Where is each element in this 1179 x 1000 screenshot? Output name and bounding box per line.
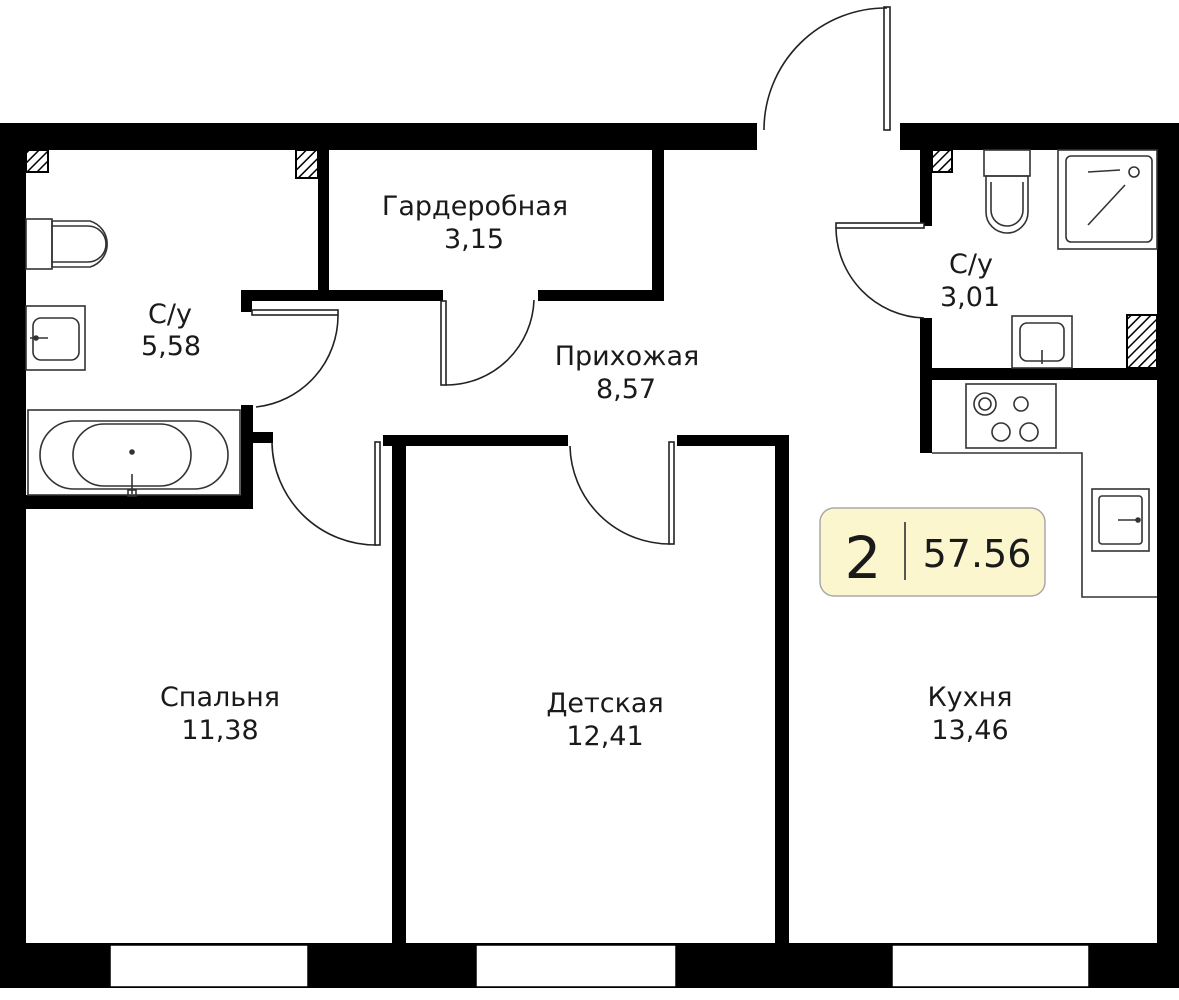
wall-kids-top-right (677, 435, 789, 446)
bathroom-1-door (251, 309, 339, 408)
wall-wardrobe-left (318, 150, 329, 300)
wall-wardrobe-bottom-left (241, 290, 443, 301)
wall-outer-left (0, 123, 26, 988)
room-area-wardrobe: 3,15 (444, 224, 504, 255)
vent-shaft-icon (25, 149, 49, 173)
wall-outer-right (1157, 123, 1179, 988)
vent-shafts (25, 149, 1158, 369)
wall-outer-top-left (0, 123, 757, 150)
wall-kids-left (392, 435, 406, 943)
room-name-kitchen: Кухня (927, 682, 1012, 713)
room-area-kitchen: 13,46 (931, 715, 1008, 746)
window-kids-room (475, 944, 677, 988)
wall-kids-top-left (383, 435, 568, 446)
sink-icon (1011, 315, 1073, 369)
toilet-icon (25, 218, 108, 270)
badge-room-count: 2 (845, 524, 882, 592)
toilet-icon (983, 149, 1031, 234)
wall-wc1-right-lower (241, 405, 253, 509)
window-kitchen (891, 944, 1090, 988)
wall-wc1-stub (241, 290, 252, 312)
vent-shaft-icon (931, 149, 953, 173)
room-area-hallway: 8,57 (596, 374, 656, 405)
kids-room-door (569, 441, 675, 545)
shower-icon (1057, 149, 1158, 250)
wall-bedroom-stub (241, 432, 273, 443)
wall-outer-top-right (900, 123, 1179, 150)
room-name-kids-room: Детская (546, 688, 663, 719)
bathroom-2-door (835, 222, 925, 319)
window-bedroom (109, 944, 309, 988)
windows (109, 944, 1090, 988)
wall-wc2-bottom (920, 368, 1157, 380)
room-area-bathroom-2: 3,01 (940, 282, 1000, 313)
apartment-badge: 2 57.56 (819, 507, 1046, 597)
bedroom-door (271, 441, 381, 546)
sink-icon (1091, 488, 1150, 552)
room-name-bedroom: Спальня (160, 682, 280, 713)
entrance-door (763, 6, 891, 131)
room-area-bedroom: 11,38 (181, 715, 258, 746)
room-labels: С/у 5,58 Гардеробная 3,15 Прихожая 8,57 … (141, 191, 1013, 752)
room-name-wardrobe: Гардеробная (382, 191, 568, 222)
sink-icon (25, 305, 86, 371)
room-name-hallway: Прихожая (555, 341, 700, 372)
vent-shaft-icon (1126, 314, 1158, 369)
wall-wc1-bottom (26, 495, 253, 509)
wall-wc2-left-top (920, 150, 932, 226)
wall-wc2-left-bottom (920, 318, 932, 453)
wardrobe-door (440, 299, 535, 386)
wall-kids-right (775, 435, 789, 943)
room-area-bathroom-1: 5,58 (141, 331, 201, 362)
fixtures (25, 149, 1158, 598)
wall-wardrobe-right (652, 150, 664, 300)
bathtub-icon (27, 409, 241, 497)
badge-background (819, 507, 1046, 597)
room-area-kids-room: 12,41 (566, 721, 643, 752)
vent-shaft-icon (295, 149, 319, 179)
badge-total-area: 57.56 (923, 532, 1032, 576)
doors (251, 6, 925, 546)
kitchen-counter (932, 452, 1157, 598)
wall-wardrobe-bottom-right (538, 290, 664, 301)
stove-icon (965, 383, 1057, 449)
room-name-bathroom-1: С/у (148, 299, 192, 330)
room-name-bathroom-2: С/у (949, 249, 993, 280)
